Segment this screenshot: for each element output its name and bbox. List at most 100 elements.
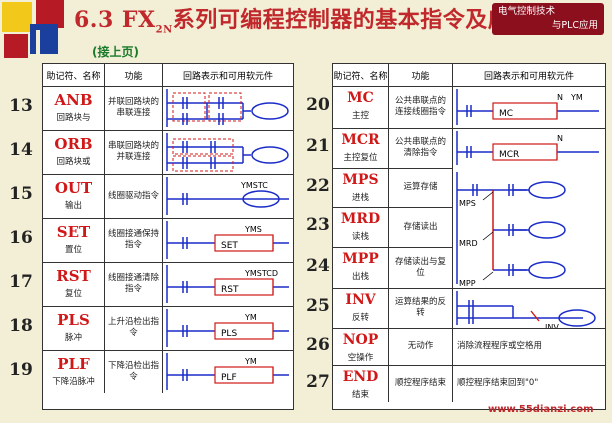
row-number: 16 [9,228,33,248]
coil-symbol [242,190,280,208]
block-outline [172,92,206,122]
device-label: YMSTCD [244,269,278,278]
row-number: 19 [9,360,33,380]
mnemonic-name: 读栈 [351,232,369,242]
circuit-cell [163,86,293,130]
header-circuit: 回路表示和可用软元件 [182,71,273,82]
mnemonic-name: 脉冲 [64,333,82,343]
row-number: 27 [306,372,330,392]
mnemonic-code: NOP [342,332,379,348]
ladder-diagram: YMSTC [166,177,289,215]
course-badge: 电气控制技术与PLC应用 [492,3,604,35]
function-cell: 运算结果的反转 [389,288,453,328]
row-number: 21 [306,136,330,156]
stack-tag: MPS [459,199,476,208]
function-cell: 无动作 [389,328,453,365]
row-number: 26 [306,335,330,355]
mnemonic-code: END [342,369,379,385]
invert-slash [530,310,540,322]
function-cell: 公共串联点的清除指令 [389,128,453,168]
mnemonic-name: 主控复位 [343,153,378,163]
function-cell: 存储读出 [389,207,453,247]
table-header: 助记符、名称 功能 回路表示和可用软元件 [43,64,293,87]
device-label: N [557,134,563,143]
row-number: 23 [306,215,330,235]
circuit-cell: INV [453,288,605,332]
function-cell: 线圈接通清除指令 [105,262,163,306]
mnemonic-code: RST [56,267,91,285]
instruction-box-label: RST [221,285,239,295]
function-cell: 并联回路块的串联连接 [105,86,163,130]
circuit-cell: YMSTC [163,174,293,218]
mnemonic-code: PLF [57,355,90,373]
circuit-cell: 顺控程序结束回到"0" [457,378,539,388]
function-cell: 顺控程序结束 [389,365,453,402]
coil-symbol [251,146,289,164]
circuit-cell: 消除流程程序或空格用 [457,341,543,351]
continued-label: (接上页) [92,45,139,59]
function-cell: 线圈接通保持指令 [105,218,163,262]
block-outline [208,92,242,122]
mnemonic-name: 反转 [351,313,369,323]
coil-symbol [528,221,566,239]
circuit-cell: RST YMSTCD [163,262,293,306]
device-label: YMSTC [240,181,268,190]
coil-symbol [251,102,289,120]
mnemonic-cell: RST 复位 [43,262,105,306]
header-circuit: 回路表示和可用软元件 [483,71,574,82]
table-header: 助记符、名称 功能 回路表示和可用软元件 [333,64,605,87]
header-function: 功能 [105,64,163,86]
instruction-box-label: INV [545,323,559,328]
decorative-squares [0,0,70,60]
mnemonic-name: 复位 [64,289,82,299]
row-number: 13 [9,96,33,116]
mnemonic-code: INV [345,292,376,308]
website-watermark: www.55dianzi.com [488,404,594,415]
function-cell: 公共串联点的连接线圈指令 [389,86,453,128]
mnemonic-code: ORB [54,135,93,153]
coil-symbol [528,261,566,279]
instruction-row-inv: INV 反转 运算结果的反转 INV [333,288,605,332]
row-number: 17 [9,272,33,292]
mnemonic-cell: MRD 读栈 [333,207,389,247]
stack-tag: MRD [459,239,478,248]
mnemonic-code: SET [56,223,91,241]
function-cell: 存储读出与复位 [389,247,453,288]
instruction-row-rst: RST 复位 线圈接通清除指令 RST YMSTCD [43,262,293,307]
instruction-box-label: PLS [221,329,237,339]
ladder-diagram [166,133,289,172]
mnemonic-code: MRD [340,211,381,227]
instruction-box-label: SET [221,241,238,251]
ladder-diagram: RST YMSTCD [166,265,289,303]
